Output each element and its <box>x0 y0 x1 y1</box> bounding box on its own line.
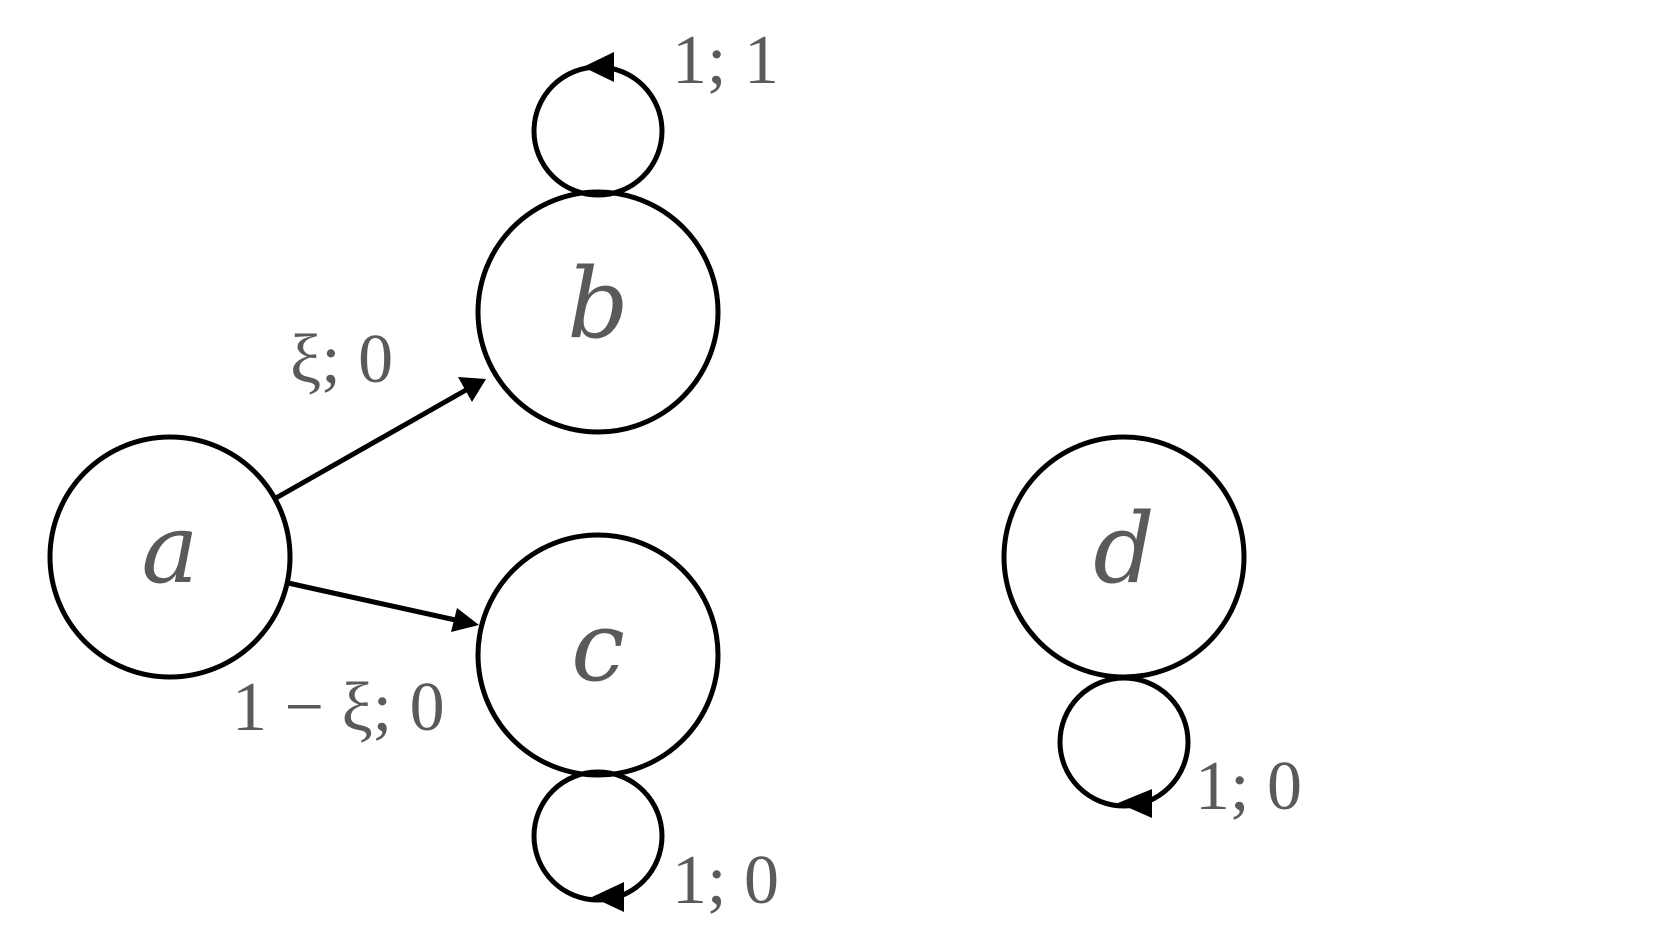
edge-b-self-loop: 1; 1 <box>531 22 779 198</box>
node-c-circle <box>475 532 721 778</box>
edge-c-self-loop-arrowhead <box>592 882 624 912</box>
edge-a-to-b-line <box>274 387 468 501</box>
node-a-circle <box>47 434 293 680</box>
node-a-label: a <box>141 493 198 605</box>
node-c: c <box>475 532 721 778</box>
edge-a-to-c-label: 1 − ξ; 0 <box>232 669 445 746</box>
edge-a-to-b-label: ξ; 0 <box>290 321 393 398</box>
edge-d-self-loop-label: 1; 0 <box>1195 748 1302 825</box>
edge-a-to-b: ξ; 0 <box>274 321 486 501</box>
edge-b-self-loop-circle <box>531 64 665 198</box>
edge-b-self-loop-arrowhead <box>583 52 614 82</box>
edge-a-to-b-arrowhead <box>458 377 486 402</box>
node-c-label: c <box>571 591 625 703</box>
edge-c-self-loop-label: 1; 0 <box>672 842 779 919</box>
edge-c-self-loop-circle <box>531 769 665 903</box>
edge-b-self-loop-label: 1; 1 <box>672 22 779 99</box>
node-d-label: d <box>1093 493 1154 605</box>
edge-a-to-c: 1 − ξ; 0 <box>232 580 479 746</box>
node-b: b <box>475 189 721 435</box>
edge-a-to-c-line <box>287 580 461 624</box>
edge-c-self-loop: 1; 0 <box>531 769 779 919</box>
node-b-circle <box>475 189 721 435</box>
edge-d-self-loop-arrowhead <box>1118 789 1152 818</box>
edge-a-to-c-arrowhead <box>451 608 479 632</box>
node-a: a <box>47 434 293 680</box>
edge-d-self-loop-circle <box>1057 675 1191 809</box>
node-d: d <box>1001 434 1247 680</box>
node-b-label: b <box>567 248 628 360</box>
edge-d-self-loop: 1; 0 <box>1057 675 1302 825</box>
